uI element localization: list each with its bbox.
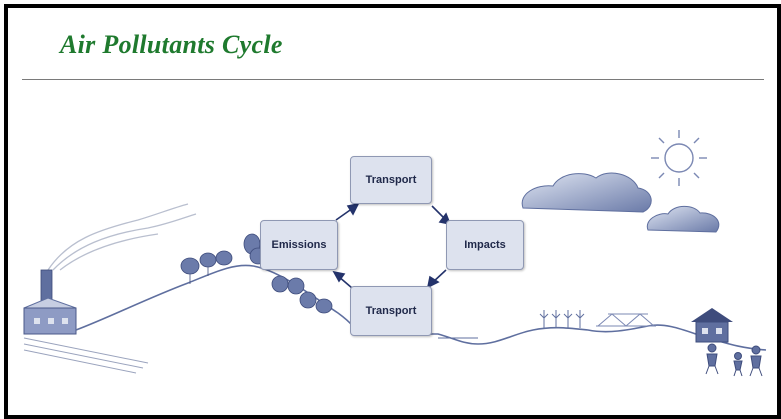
sun-icon	[651, 130, 707, 186]
cloud-icon	[521, 172, 720, 233]
title-divider	[22, 79, 764, 80]
cycle-arrows	[332, 202, 452, 289]
impacts-box: Impacts	[446, 220, 524, 270]
slide-title: Air Pollutants Cycle	[60, 30, 283, 59]
factory-icon	[23, 269, 77, 335]
terrain-line	[75, 264, 767, 351]
slide: Air Pollutants Cycle	[4, 4, 781, 419]
smoke-icon	[47, 203, 197, 271]
transport-top-box: Transport	[350, 156, 432, 204]
road-lines	[23, 337, 149, 374]
people-icon	[705, 343, 763, 377]
house-icon	[691, 308, 733, 343]
plants-icon	[539, 310, 585, 328]
emissions-box: Emissions	[260, 220, 338, 270]
illustration	[23, 130, 767, 377]
transport-bottom-box: Transport	[350, 286, 432, 336]
bridge-icon	[596, 313, 656, 327]
